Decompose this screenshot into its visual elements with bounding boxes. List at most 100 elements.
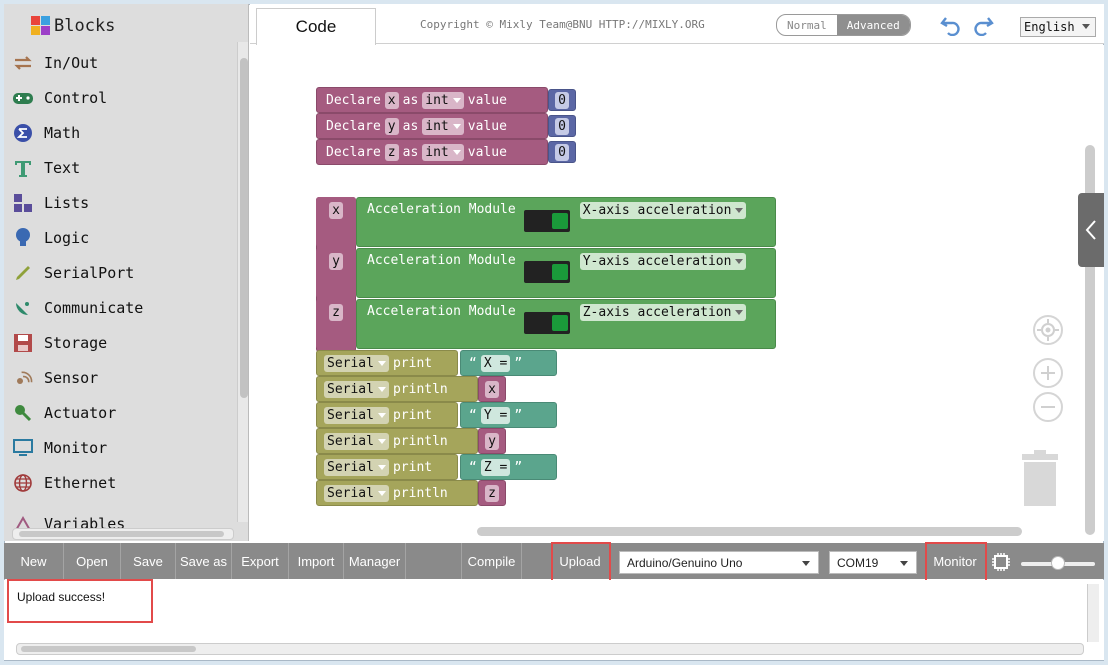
assign-block-z[interactable]: z (316, 299, 356, 349)
sidebar-item-storage[interactable]: Storage (12, 328, 107, 358)
string-field[interactable]: X = (480, 354, 511, 372)
string-field[interactable]: Z = (480, 458, 511, 476)
zoom-slider-handle[interactable] (1051, 556, 1065, 570)
string-block[interactable]: “ Z = ” (460, 454, 557, 480)
variable-block[interactable]: z (478, 480, 506, 506)
variable-field[interactable]: z (485, 484, 499, 502)
sidebar-item-monitor[interactable]: Monitor (12, 433, 107, 463)
redo-icon[interactable] (972, 14, 994, 36)
serial-port-dropdown[interactable]: Serial (324, 380, 389, 398)
number-block[interactable]: 0 (548, 115, 576, 137)
manager-button[interactable]: Manager (344, 543, 406, 579)
number-field[interactable]: 0 (555, 91, 569, 109)
serial-println-block[interactable]: Serial println (316, 480, 478, 506)
declare-block[interactable]: Declare z as int value (316, 139, 548, 165)
serial-print-block[interactable]: Serial print (316, 402, 458, 428)
acceleration-module-block[interactable]: Acceleration Module X-axis acceleration (356, 197, 776, 247)
mode-normal-button[interactable]: Normal (787, 18, 827, 32)
recenter-button[interactable] (1033, 315, 1063, 345)
port-select[interactable]: COM19 (829, 551, 917, 574)
sidebar-item-ethernet[interactable]: Ethernet (12, 468, 116, 498)
acceleration-module-block[interactable]: Acceleration Module Z-axis acceleration (356, 299, 776, 349)
variable-name-field[interactable]: x (384, 91, 399, 109)
serial-port-dropdown[interactable]: Serial (324, 432, 389, 450)
number-block[interactable]: 0 (548, 141, 576, 163)
output-vertical-scrollbar[interactable] (1087, 584, 1099, 642)
declare-block[interactable]: Declare x as int value (316, 87, 548, 113)
number-field[interactable]: 0 (555, 117, 569, 135)
sidebar-item-actuator[interactable]: Actuator (12, 398, 116, 428)
mode-advanced-button[interactable]: Advanced (836, 15, 910, 35)
output-horizontal-scrollbar[interactable] (16, 643, 1084, 655)
type-dropdown[interactable]: int (422, 91, 464, 109)
monitor-button[interactable]: Monitor (933, 553, 977, 569)
string-block[interactable]: “ Y = ” (460, 402, 557, 428)
type-dropdown[interactable]: int (422, 117, 464, 135)
variable-name-field[interactable]: z (384, 143, 399, 161)
serial-port-dropdown[interactable]: Serial (324, 354, 389, 372)
number-block[interactable]: 0 (548, 89, 576, 111)
compile-button[interactable]: Compile (462, 543, 522, 579)
string-field[interactable]: Y = (480, 406, 511, 424)
chip-icon[interactable] (991, 552, 1011, 572)
zoom-out-button[interactable] (1033, 392, 1063, 422)
undo-icon[interactable] (940, 14, 962, 36)
sidebar-item-communicate[interactable]: Communicate (12, 293, 143, 323)
serial-print-block[interactable]: Serial print (316, 350, 458, 376)
workspace-vertical-scrollbar[interactable] (1085, 145, 1095, 535)
assign-block-x[interactable]: x (316, 197, 356, 247)
sidebar-item-control[interactable]: Control (12, 83, 107, 113)
collapse-panel-button[interactable] (1078, 193, 1104, 267)
block-workspace[interactable]: Declare x as int value 0 Declare y as in… (250, 45, 1104, 541)
axis-dropdown[interactable]: Z-axis acceleration (579, 304, 747, 321)
variable-name-field[interactable]: z (329, 304, 343, 321)
sidebar-item-inout[interactable]: In/Out (12, 48, 98, 78)
mode-toggle[interactable]: Normal Advanced (776, 14, 911, 36)
variable-block[interactable]: x (478, 376, 506, 402)
new-button[interactable]: New (4, 543, 64, 579)
sidebar-horizontal-scrollbar[interactable] (12, 528, 234, 540)
board-select[interactable]: Arduino/Genuino Uno (619, 551, 819, 574)
trash-icon[interactable] (1020, 450, 1060, 508)
sidebar-scroll-thumb[interactable] (240, 58, 248, 398)
sidebar-item-lists[interactable]: Lists (12, 188, 89, 218)
type-dropdown[interactable]: int (422, 143, 464, 161)
serial-println-block[interactable]: Serial println (316, 428, 478, 454)
save-button[interactable]: Save (121, 543, 176, 579)
variable-field[interactable]: x (485, 380, 499, 398)
output-scroll-thumb[interactable] (21, 646, 196, 652)
sidebar-item-math[interactable]: Math (12, 118, 80, 148)
sidebar-hscroll-thumb[interactable] (19, 531, 224, 537)
serial-port-dropdown[interactable]: Serial (324, 458, 389, 476)
open-button[interactable]: Open (64, 543, 121, 579)
zoom-in-button[interactable] (1033, 358, 1063, 388)
number-field[interactable]: 0 (555, 143, 569, 161)
variable-name-field[interactable]: y (329, 253, 343, 270)
upload-button[interactable]: Upload (559, 553, 601, 569)
serial-port-dropdown[interactable]: Serial (324, 484, 389, 502)
acceleration-module-block[interactable]: Acceleration Module Y-axis acceleration (356, 248, 776, 298)
serial-print-block[interactable]: Serial print (316, 454, 458, 480)
string-block[interactable]: “ X = ” (460, 350, 557, 376)
axis-dropdown[interactable]: Y-axis acceleration (579, 253, 747, 270)
import-button[interactable]: Import (289, 543, 344, 579)
serial-port-dropdown[interactable]: Serial (324, 406, 389, 424)
sidebar-item-text[interactable]: Text (12, 153, 80, 183)
save-as-button[interactable]: Save as (176, 543, 232, 579)
variable-name-field[interactable]: x (329, 202, 343, 219)
export-button[interactable]: Export (232, 543, 289, 579)
serial-println-block[interactable]: Serial println (316, 376, 478, 402)
assign-block-y[interactable]: y (316, 248, 356, 298)
variable-name-field[interactable]: y (384, 117, 399, 135)
variable-field[interactable]: y (485, 432, 499, 450)
sidebar-item-logic[interactable]: Logic (12, 223, 89, 253)
axis-dropdown[interactable]: X-axis acceleration (579, 202, 747, 219)
sidebar-vertical-scrollbar[interactable] (237, 42, 248, 522)
tab-code[interactable]: Code (256, 8, 376, 45)
declare-block[interactable]: Declare y as int value (316, 113, 548, 139)
variable-block[interactable]: y (478, 428, 506, 454)
sidebar-item-serialport[interactable]: SerialPort (12, 258, 134, 288)
sidebar-item-sensor[interactable]: Sensor (12, 363, 98, 393)
workspace-horizontal-scrollbar[interactable] (477, 527, 1022, 536)
language-select[interactable]: English (1020, 17, 1096, 37)
